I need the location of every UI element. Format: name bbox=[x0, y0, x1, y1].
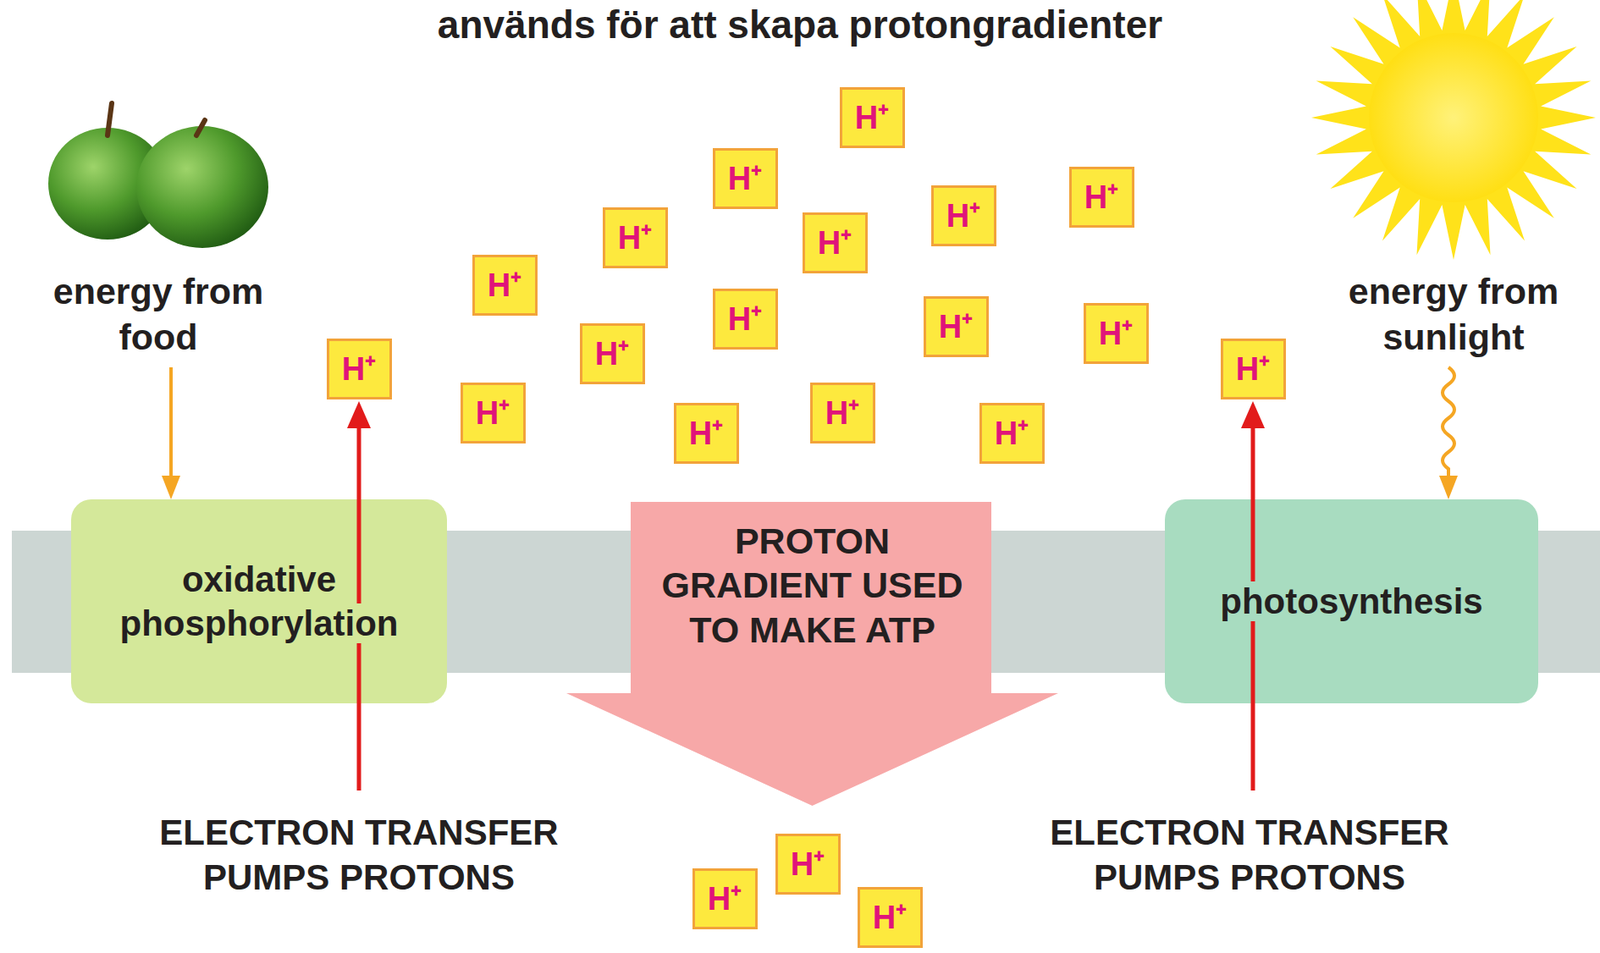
proton-box: H⁺ bbox=[712, 288, 778, 350]
proton-box: H⁺ bbox=[857, 887, 923, 949]
proton-box: H⁺ bbox=[579, 323, 646, 385]
proton-box: H⁺ bbox=[692, 868, 758, 930]
proton-box: H⁺ bbox=[1083, 303, 1149, 365]
proton-label: H⁺ bbox=[994, 417, 1029, 450]
proton-label: H⁺ bbox=[872, 901, 907, 934]
sun-rays bbox=[1311, 0, 1596, 260]
proton-label: H⁺ bbox=[475, 397, 510, 430]
proton-label: H⁺ bbox=[825, 397, 860, 430]
node-label: PROTON GRADIENT USED TO MAKE ATP bbox=[643, 518, 983, 652]
proton-box: H⁺ bbox=[775, 833, 841, 895]
energy-source-label: energy from food bbox=[31, 269, 286, 361]
proton-label: H⁺ bbox=[946, 199, 981, 232]
proton-box: H⁺ bbox=[979, 402, 1045, 464]
proton-box: H⁺ bbox=[839, 87, 905, 149]
node-label: photosynthesis bbox=[1219, 581, 1483, 622]
proton-box: H⁺ bbox=[673, 402, 740, 464]
proton-box: H⁺ bbox=[923, 296, 989, 358]
proton-label: H⁺ bbox=[617, 221, 652, 254]
proton-label: H⁺ bbox=[342, 353, 376, 386]
gradient-arrow: PROTON GRADIENT USED TO MAKE ATP bbox=[566, 502, 1059, 806]
proton-label: H⁺ bbox=[487, 269, 522, 302]
proton-label: H⁺ bbox=[938, 310, 973, 343]
proton-box: H⁺ bbox=[931, 185, 997, 247]
light-arrow bbox=[1439, 367, 1458, 500]
proton-label: H⁺ bbox=[855, 101, 889, 134]
proton-box: H⁺ bbox=[326, 338, 392, 400]
proton-box: H⁺ bbox=[712, 148, 778, 210]
proton-label: H⁺ bbox=[790, 848, 825, 881]
process-box: oxidative phosphorylation bbox=[71, 499, 447, 704]
arrow-fill bbox=[566, 502, 1059, 806]
label-wrap: oxidative phosphorylation bbox=[88, 557, 431, 645]
proton-box: H⁺ bbox=[1069, 166, 1135, 228]
proton-box: H⁺ bbox=[1220, 338, 1286, 400]
process-label: ELECTRON TRANSFER PUMPS PROTONS bbox=[1029, 811, 1470, 900]
proton-label: H⁺ bbox=[728, 162, 762, 195]
apples bbox=[48, 103, 269, 249]
process-box: photosynthesis bbox=[1164, 499, 1539, 704]
energy-source-label: energy from sunlight bbox=[1326, 269, 1581, 361]
title: används för att skapa protongradienter bbox=[0, 1, 1600, 48]
proton-box: H⁺ bbox=[472, 254, 538, 316]
process-label: ELECTRON TRANSFER PUMPS PROTONS bbox=[138, 811, 580, 900]
proton-label: H⁺ bbox=[728, 303, 762, 336]
proton-label: H⁺ bbox=[707, 882, 742, 916]
proton-box: H⁺ bbox=[602, 207, 668, 269]
sun bbox=[1368, 33, 1539, 203]
label-wrap: PROTON GRADIENT USED TO MAKE ATP bbox=[643, 518, 983, 652]
proton-box: H⁺ bbox=[810, 382, 876, 444]
label-wrap: photosynthesis bbox=[1219, 579, 1483, 624]
proton-label: H⁺ bbox=[595, 337, 629, 370]
proton-label: H⁺ bbox=[817, 226, 852, 260]
node-label: oxidative phosphorylation bbox=[120, 559, 399, 643]
proton-box: H⁺ bbox=[460, 382, 526, 444]
energy-arrow bbox=[161, 367, 181, 500]
proton-label: H⁺ bbox=[1084, 181, 1119, 214]
proton-box: H⁺ bbox=[802, 212, 868, 274]
proton-label: H⁺ bbox=[1098, 317, 1133, 350]
proton-label: H⁺ bbox=[689, 417, 723, 450]
proton-label: H⁺ bbox=[1235, 353, 1270, 386]
